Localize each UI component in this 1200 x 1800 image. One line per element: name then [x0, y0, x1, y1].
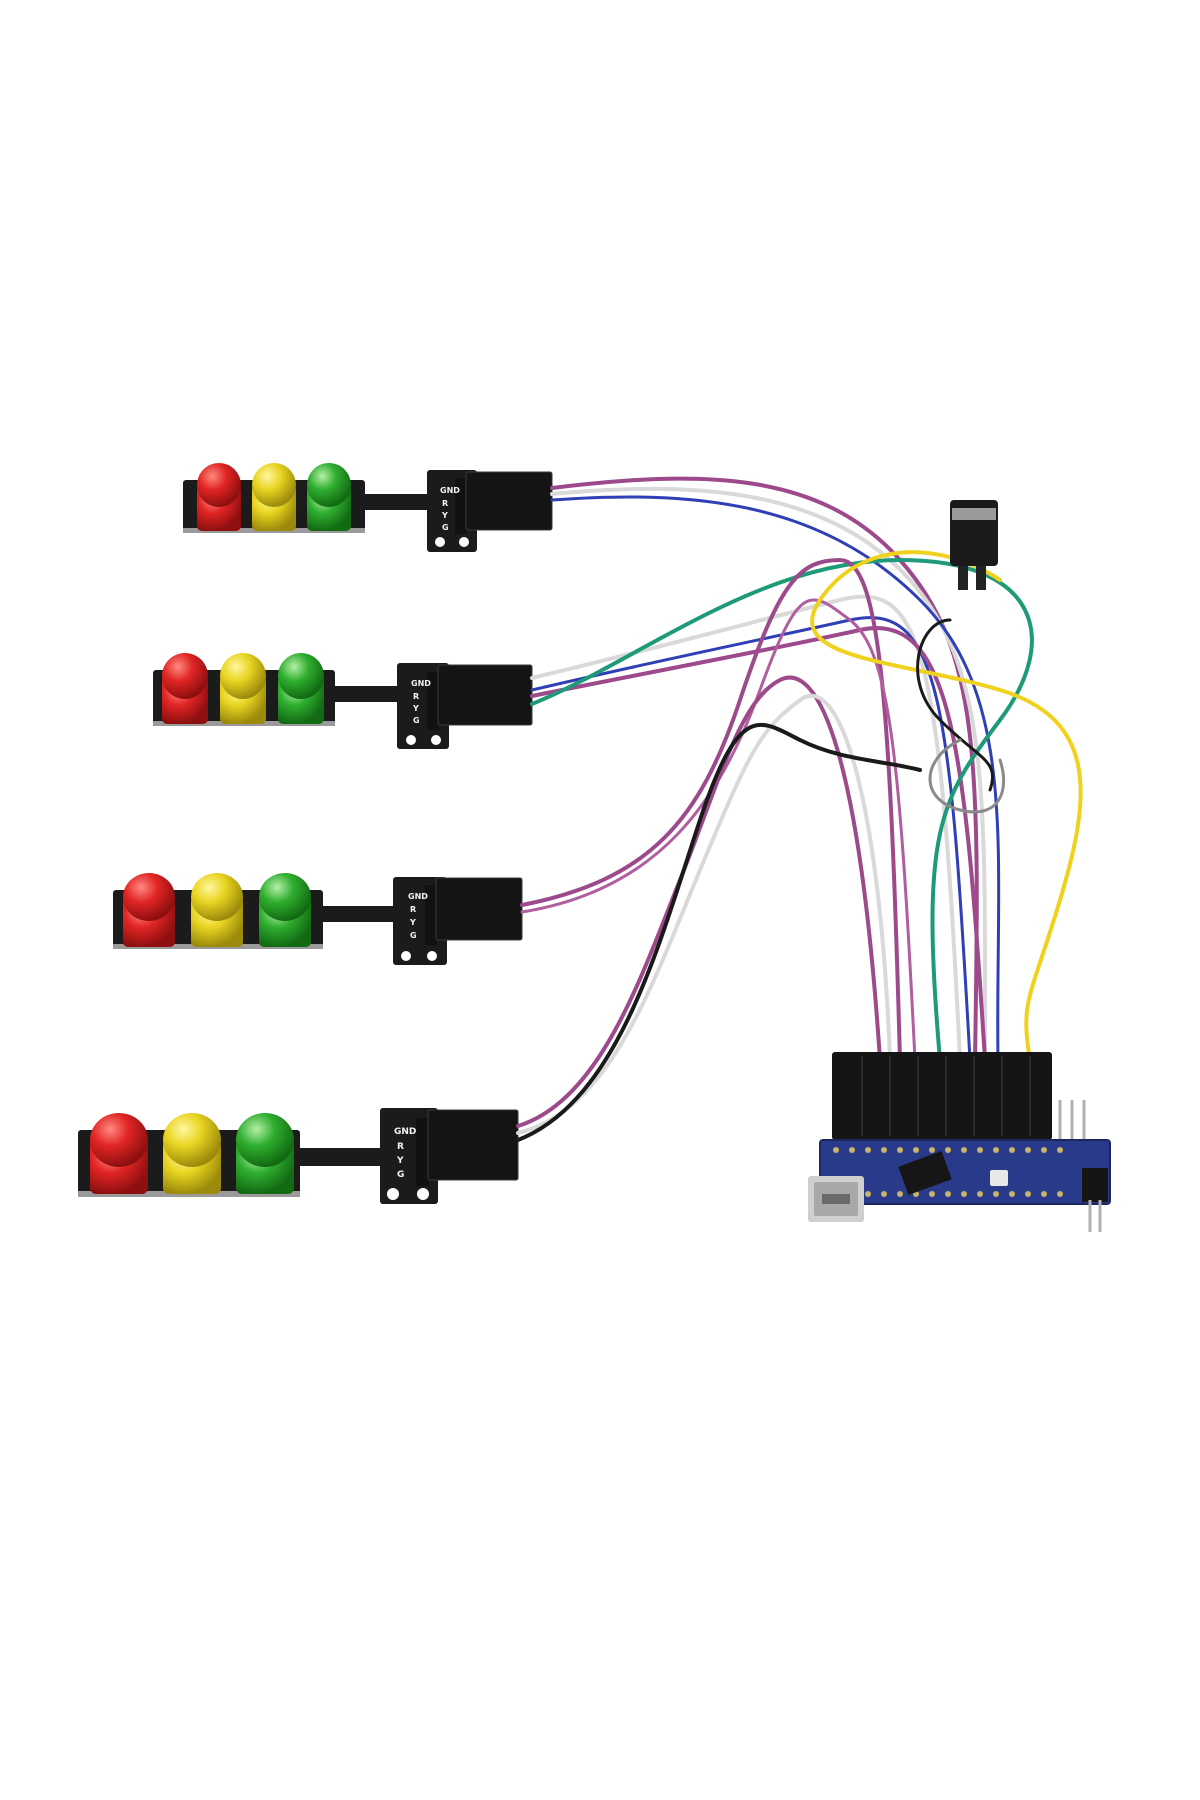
traffic-light-module-1: GND R Y G: [183, 463, 553, 552]
microcontroller-chip: [898, 1151, 952, 1195]
pin-header: GND R Y G: [394, 1118, 429, 1186]
pin-label-y: Y: [409, 918, 416, 927]
pin-label-r: R: [442, 499, 448, 508]
led-green: [307, 463, 351, 531]
pin-label-y: Y: [412, 704, 419, 713]
pin-label-gnd: GND: [440, 486, 460, 495]
reset-button: [990, 1170, 1008, 1186]
wire-teal: [530, 557, 1034, 1062]
led-yellow: [163, 1113, 221, 1194]
pin-label-g: G: [397, 1170, 404, 1180]
wire-bundle: [516, 476, 1083, 1142]
pin-label-gnd: GND: [394, 1127, 416, 1137]
microcontroller-board: [808, 1052, 1111, 1232]
pin-header: GND R Y G: [408, 885, 437, 945]
icsp-header: [1082, 1168, 1108, 1232]
pin-header: GND R Y G: [411, 672, 439, 730]
led-red: [123, 873, 175, 947]
wire-white: [550, 486, 988, 1062]
board-pcb: [819, 1139, 1111, 1205]
pin-label-gnd: GND: [408, 892, 428, 901]
led-green: [236, 1113, 294, 1194]
pin-header: GND R Y G: [440, 478, 467, 534]
wire-purple: [520, 557, 902, 1062]
wire-yellow: [810, 550, 1083, 1062]
led-red: [90, 1113, 148, 1194]
wire-black: [516, 722, 922, 1142]
led-yellow: [191, 873, 243, 947]
led-red: [162, 653, 208, 724]
wire-white: [530, 594, 962, 1062]
pin-label-g: G: [442, 523, 449, 532]
led-red: [197, 463, 241, 531]
pin-label-g: G: [410, 931, 417, 940]
pin-label-r: R: [410, 905, 416, 914]
traffic-light-module-3: GND R Y G: [113, 873, 523, 965]
dupont-connector: [465, 471, 553, 531]
traffic-light-module-4: GND R Y G: [78, 1108, 519, 1204]
wire-blue: [550, 495, 1001, 1062]
pin-label-y: Y: [396, 1156, 404, 1166]
wire-purple: [520, 598, 917, 1062]
wire-purple: [516, 675, 882, 1128]
dupont-connector: [437, 664, 533, 726]
dupont-connector: [427, 1109, 519, 1181]
female-header-block: [832, 1052, 1052, 1140]
wire-black: [916, 618, 995, 792]
wire-blue: [530, 616, 972, 1062]
pin-label-gnd: GND: [411, 679, 431, 688]
pin-label-y: Y: [441, 511, 448, 520]
pin-label-r: R: [413, 692, 419, 701]
pin-label-r: R: [397, 1142, 404, 1152]
wire-white: [516, 693, 892, 1135]
traffic-light-module-2: GND R Y G: [153, 653, 533, 749]
dupont-connector: [435, 877, 523, 941]
male-pins: [1058, 1100, 1086, 1140]
small-dupont-connector: [950, 500, 998, 590]
wire-purple: [550, 476, 979, 1062]
led-yellow: [252, 463, 296, 531]
led-green: [278, 653, 324, 724]
pin-label-g: G: [413, 716, 420, 725]
usb-port: [808, 1176, 864, 1222]
led-green: [259, 873, 311, 947]
led-yellow: [220, 653, 266, 724]
wire-grey: [928, 738, 1006, 814]
